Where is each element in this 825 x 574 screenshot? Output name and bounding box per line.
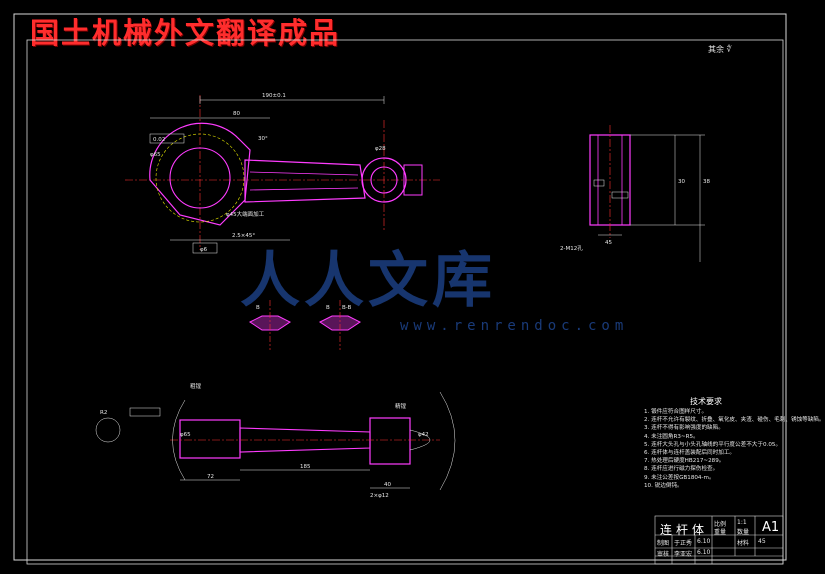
title-block-scale-value: 1:1 — [737, 519, 747, 526]
roughness-note: 其余 ∜ — [708, 45, 732, 54]
dim-small-bore: φ28 — [375, 146, 386, 152]
title-block-weight-label: 重量 — [714, 529, 727, 536]
section-label-bb: B-B — [342, 305, 352, 311]
dim-top-length: 190±0.1 — [262, 93, 286, 99]
tech-note-item: 5. 连杆大头孔与小头孔轴线的平行度公差不大于0.05。 — [644, 441, 782, 448]
title-block-date-2: 6.10 — [697, 549, 711, 556]
tech-note-item: 7. 热处理后硬度HB217~289。 — [644, 458, 725, 465]
title-block-material-label: 材料 — [737, 540, 750, 547]
dim-angle: 30° — [258, 136, 268, 142]
banner-title: 国土机械外文翻译成品 — [30, 16, 341, 50]
tech-note-item: 1. 锻件应符合图样尺寸。 — [644, 409, 708, 415]
drawing-border-outer — [13, 13, 787, 561]
dim-bottom-dim: 40 — [384, 482, 391, 488]
dim-chamfer: 2.5×45° — [232, 233, 255, 239]
tech-note-item: 2. 连杆不允许有裂纹、折叠、氧化皮、夹渣、碰伤、毛刺、锈蚀等缺陷。 — [644, 417, 825, 424]
tech-requirements-list: 1. 锻件应符合图样尺寸。 2. 连杆不允许有裂纹、折叠、氧化皮、夹渣、碰伤、毛… — [644, 408, 825, 490]
title-block-checked-by: 李亚宏 — [674, 551, 693, 558]
dim-bottom-tol: 2×φ12 — [370, 493, 389, 499]
title-block-scale-label: 比例 — [714, 521, 727, 528]
dim-bottom-r: R2 — [100, 410, 107, 416]
watermark-text: 人人文库 — [240, 246, 496, 316]
title-block-part-name: 连杆体 — [660, 523, 709, 537]
title-block-sheet-size: A1 — [762, 520, 780, 535]
dim-pad-note: φ45大端面加工 — [226, 210, 265, 218]
tech-note-item: 10. 锐边倒钝。 — [644, 482, 683, 489]
tech-requirements-title: 技术要求 — [690, 397, 722, 406]
dim-bottom-d2: φ65 — [180, 432, 191, 438]
tech-note-item: 3. 连杆不得有影响强度的缺陷。 — [644, 425, 724, 432]
section-details — [249, 300, 361, 350]
dim-side-thick: 30 — [678, 179, 685, 185]
section-label-b2: B — [326, 305, 330, 311]
dim-left-offset: 80 — [233, 111, 240, 117]
dim-big-bore: φ65 — [150, 152, 161, 158]
dim-hole-note: 2-M12孔 — [560, 244, 583, 252]
drawing-canvas: 190±0.1 80 φ28 φ65 φ45大端面加工 0.02 2.5×45°… — [13, 13, 787, 565]
title-block-date-1: 6.10 — [697, 538, 711, 545]
title-block-qty-label: 数量 — [737, 529, 750, 536]
dim-bottom-len: 72 — [207, 474, 214, 480]
tech-note-item: 4. 未注圆角R3~R5。 — [644, 433, 699, 440]
dim-side-width: 38 — [703, 179, 710, 185]
section-label-b: B — [256, 305, 260, 311]
side-view — [589, 125, 705, 262]
top-view — [125, 95, 440, 254]
title-block-checked-label: 审核 — [657, 551, 670, 558]
tech-note-item: 9. 未注公差按GB1804-m。 — [644, 474, 715, 481]
tech-note-item: 6. 连杆体与连杆盖装配后同时加工。 — [644, 450, 736, 457]
tech-note-item: 8. 连杆应进行磁力探伤检查。 — [644, 466, 719, 473]
dim-oil-hole: φ6 — [200, 247, 208, 253]
drawing-border-inner — [26, 39, 784, 565]
watermark-url: www.renrendoc.com — [400, 318, 629, 334]
dim-side-dim: 45 — [605, 240, 612, 246]
dim-tolerance-a: 0.02 — [153, 137, 165, 143]
dim-bottom-d1: φ42 — [418, 432, 429, 438]
title-block-drawn-by: 于正秀 — [674, 540, 693, 547]
dim-surface-note: 精镗 — [395, 402, 407, 410]
bottom-view — [95, 391, 456, 491]
dim-bottom-len2: 185 — [300, 464, 311, 470]
title-block-drawn-label: 制图 — [657, 540, 670, 547]
title-block-grid — [654, 515, 784, 565]
title-block-material-value: 45 — [758, 538, 766, 545]
dim-weld-note: 粗镗 — [190, 382, 202, 390]
